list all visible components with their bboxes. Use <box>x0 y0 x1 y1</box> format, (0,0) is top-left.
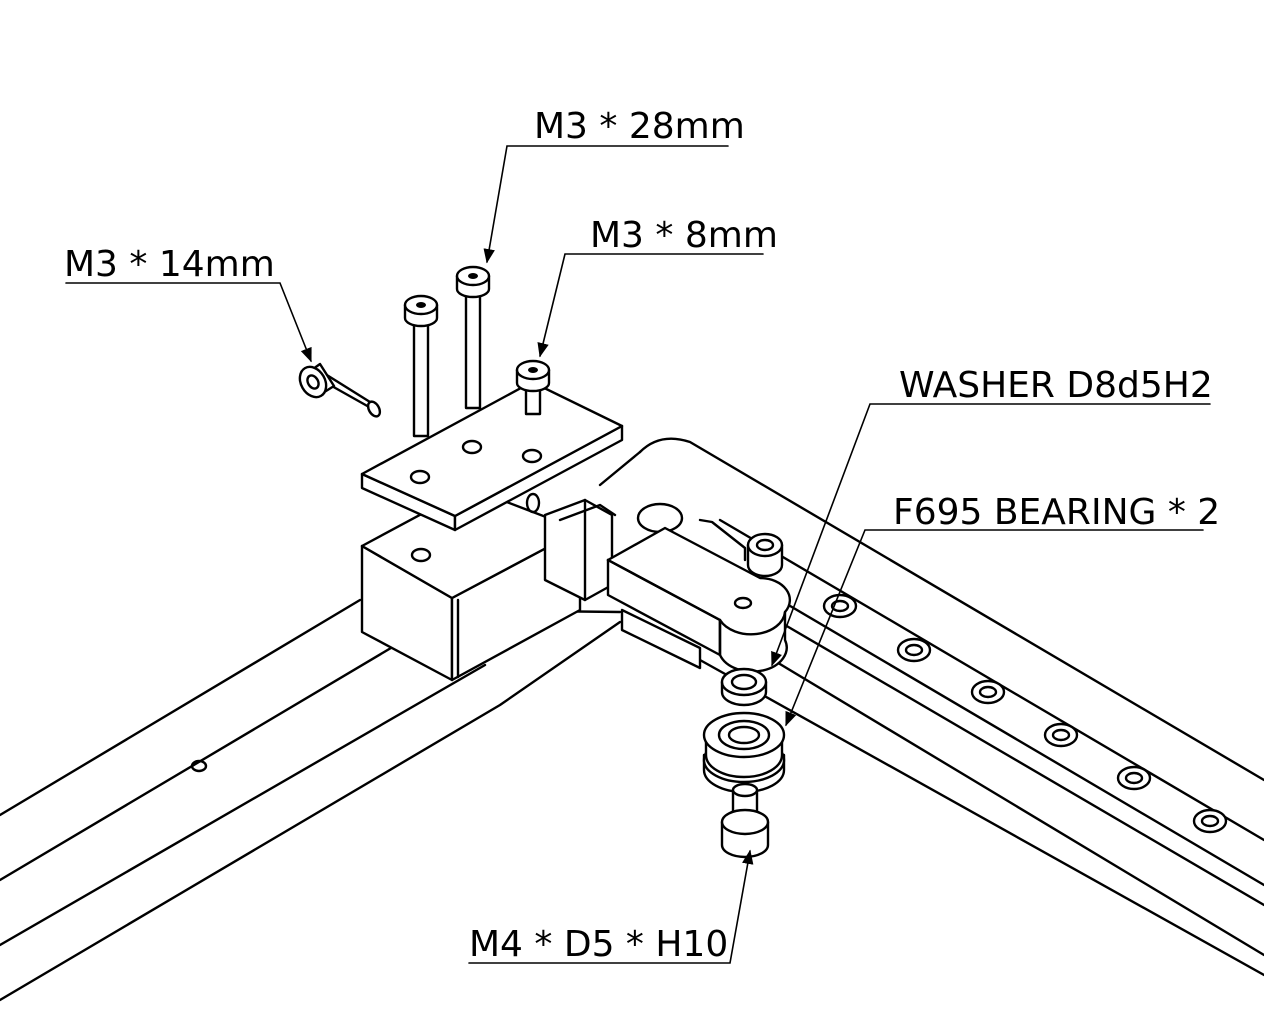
leader-m3-28mm <box>483 145 729 264</box>
rail-screw <box>1192 808 1228 834</box>
rail-screw <box>970 679 1006 705</box>
m4-shoulder-screw <box>720 782 770 859</box>
label-m3-14mm: M3 * 14mm <box>64 244 275 285</box>
label-m3-8mm: M3 * 8mm <box>590 215 778 256</box>
m3-28mm-screw <box>455 265 491 410</box>
label-m4-screw: M4 * D5 * H10 <box>469 924 728 965</box>
rail-screw <box>1043 722 1079 748</box>
label-m3-28mm: M3 * 28mm <box>534 106 745 147</box>
washer <box>720 667 768 707</box>
bearings <box>702 711 786 794</box>
leader-m3-14mm <box>65 282 312 363</box>
carriage-slider <box>543 498 617 602</box>
leader-m3-8mm <box>537 253 764 358</box>
rail-screw <box>896 637 932 663</box>
m3-8mm-screw <box>515 359 551 416</box>
rail-screw <box>1116 765 1152 791</box>
right-rail-beam <box>598 437 1264 977</box>
m3-28mm-screw-left <box>403 294 439 438</box>
leader-bearing <box>785 529 1204 727</box>
leader-m4 <box>468 849 754 964</box>
top-plate <box>360 380 624 532</box>
leader-washer <box>771 403 1211 667</box>
m3-14mm-screw <box>298 362 382 418</box>
rail-screws <box>822 593 1228 834</box>
rail-end-screw <box>746 532 784 578</box>
rail-screw <box>822 593 858 619</box>
label-washer: WASHER D8d5H2 <box>899 365 1213 406</box>
idler-arm <box>606 526 792 673</box>
label-bearing: F695 BEARING * 2 <box>893 492 1220 533</box>
